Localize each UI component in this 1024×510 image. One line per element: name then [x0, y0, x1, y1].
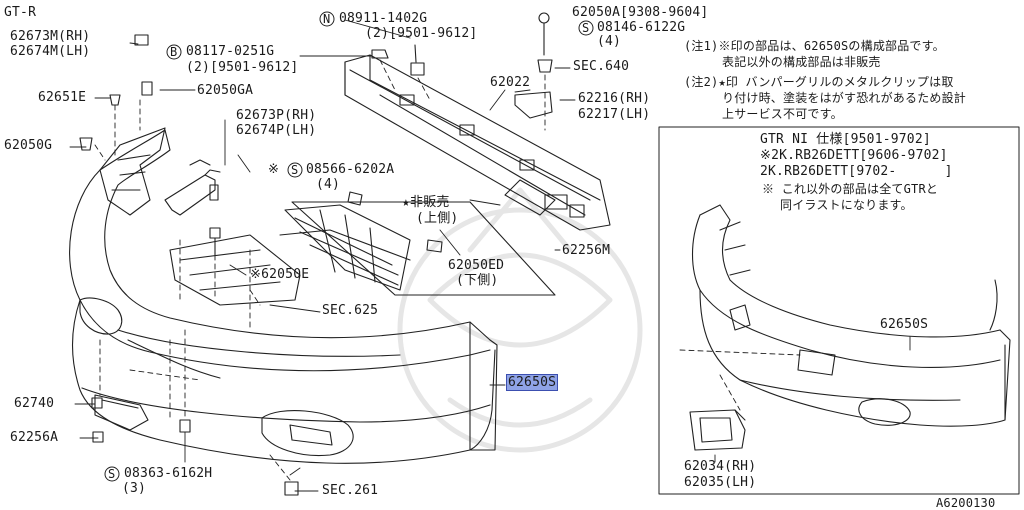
grille-callout-box [291, 201, 556, 296]
inset-leaders [714, 336, 911, 463]
note1-line1: (注1)※印の部品は、62650Sの構成部品です。 [684, 39, 945, 53]
reinforcement-62022 [344, 54, 611, 231]
grille-62256m [279, 204, 411, 291]
bracket-62740 [94, 394, 149, 431]
front-bumper-cover [69, 127, 498, 464]
bolt-08911 [410, 44, 425, 76]
label-62217: 62217(LH) [578, 107, 651, 122]
model-label: GT-R [4, 5, 37, 20]
circle-n-letter: N [323, 12, 331, 26]
label-lower-side: (下側) [456, 273, 499, 288]
inset-frame [658, 126, 1020, 495]
label-62050e: ※62050E [250, 267, 310, 282]
note2-line1: (注2)★印 バンパーグリルのメタルクリップは取 [684, 75, 954, 89]
label-62022: 62022 [490, 75, 531, 90]
circle-s-letter-1: S [582, 21, 590, 35]
label-08911: 08911-1402G [339, 11, 428, 26]
circle-b-letter: B [170, 45, 178, 59]
label-62256m: 62256M [562, 243, 611, 258]
inset-duct-62034 [689, 409, 746, 451]
label-08117: 08117-0251G [186, 44, 275, 59]
fasteners [79, 34, 299, 496]
label-62674m: 62674M(LH) [10, 44, 91, 59]
bracket-62216 [514, 91, 553, 119]
circle-s-letter-2: S [291, 163, 299, 177]
label-08117-sub: (2)[9501-9612] [186, 60, 299, 75]
inset-line3: 2K.RB26DETT[9702- ] [760, 164, 953, 179]
label-62034: 62034(RH) [684, 459, 757, 474]
note1-line2: 表記以外の構成部品は非販売 [722, 55, 881, 69]
label-62050ed: 62050ED [448, 258, 505, 273]
label-62216: 62216(RH) [578, 91, 651, 106]
diagram-id: A6200130 [936, 496, 996, 510]
label-08146: 08146-6122G [597, 20, 686, 35]
label-sec261: SEC.261 [322, 483, 379, 498]
inset-line5: 同イラストになります。 [780, 198, 913, 212]
label-62673m: 62673M(RH) [10, 29, 91, 44]
clip-62050e [209, 227, 221, 256]
label-62651e: 62651E [38, 90, 87, 105]
leader-lines [69, 19, 576, 492]
label-62673p: 62673P(RH) [236, 108, 317, 123]
metal-clip-lower [426, 239, 443, 253]
watermark-emblem [397, 187, 643, 453]
label-62740: 62740 [14, 396, 55, 411]
circle-s-letter-3: S [108, 467, 116, 481]
label-08146-sub: (4) [597, 34, 622, 49]
asterisk-08566: ※ [268, 162, 280, 177]
label-62050ga: 62050GA [197, 83, 254, 98]
note2-line3: 上サービス不可です。 [722, 107, 843, 121]
metal-clip-upper [347, 191, 363, 206]
label-62256a: 62256A [10, 430, 59, 445]
clip-62050a [537, 12, 553, 73]
circle-markers [104, 11, 594, 482]
label-08566: 08566-6202A [306, 162, 395, 177]
inset-line1: GTR NI 仕様[9501-9702] [760, 132, 931, 147]
inset-line4: ※ これ以外の部品は全てGTRと [762, 182, 939, 196]
label-62035: 62035(LH) [684, 475, 757, 490]
dashed-lines [94, 59, 546, 481]
label-62050g: 62050G [4, 138, 53, 153]
label-08363-sub: (3) [122, 481, 147, 496]
label-sec640: SEC.640 [573, 59, 630, 74]
bracket-62673p [164, 174, 216, 216]
label-08566-sub: (4) [316, 177, 341, 192]
label-62650s-highlight[interactable]: 62650S [506, 374, 559, 391]
bracket-sec625 [169, 234, 301, 306]
inset-line2: ※2K.RB26DETT[9606-9702] [760, 148, 948, 163]
label-not-for-sale: ★非販売 [402, 195, 450, 210]
bolt-08117 [371, 49, 389, 59]
inset-dashed [679, 349, 801, 411]
label-sec625: SEC.625 [322, 303, 379, 318]
inset-bumper [692, 204, 1011, 427]
label-62050a: 62050A[9308-9604] [572, 5, 709, 20]
note2-line2: り付け時、塗装をはがす恐れがあるため設計 [722, 91, 967, 105]
highlight-62650s[interactable]: 62650S [506, 374, 559, 391]
inset-label-62650s: 62650S [880, 317, 929, 332]
label-08911-sub: (2)[9501-9612] [365, 26, 478, 41]
label-08363: 08363-6162H [124, 466, 213, 481]
label-62674p: 62674P(LH) [236, 123, 317, 138]
label-upper-side: (上側) [416, 211, 459, 226]
